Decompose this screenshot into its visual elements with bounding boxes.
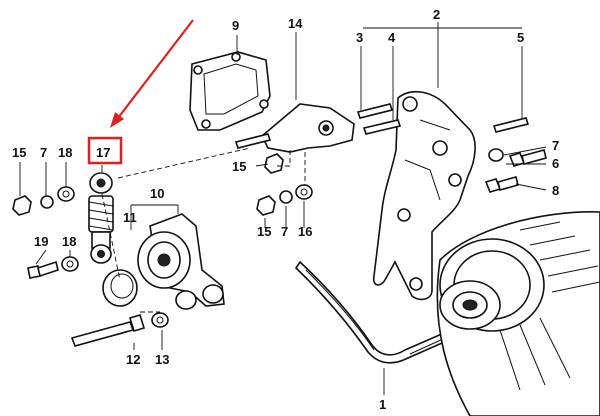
callout-7-left: 7 bbox=[40, 145, 47, 160]
tensioner-damper bbox=[88, 172, 114, 264]
callout-6: 6 bbox=[552, 156, 559, 171]
callout-14: 14 bbox=[288, 16, 303, 31]
callout-12: 12 bbox=[126, 352, 140, 367]
tensioner-pulley bbox=[137, 213, 225, 310]
callout-8: 8 bbox=[552, 183, 559, 198]
studs bbox=[356, 103, 530, 135]
callout-16: 16 bbox=[298, 224, 312, 239]
callout-19: 19 bbox=[34, 234, 48, 249]
callout-2: 2 bbox=[433, 7, 440, 22]
callout-18-top: 18 bbox=[58, 145, 72, 160]
callout-4: 4 bbox=[388, 30, 396, 45]
callout-7-right: 7 bbox=[552, 138, 559, 153]
mounting-bracket bbox=[372, 91, 476, 301]
bolt-12 bbox=[70, 314, 146, 347]
callout-10: 10 bbox=[150, 186, 164, 201]
callout-5: 5 bbox=[517, 30, 524, 45]
gasket bbox=[189, 51, 271, 131]
tensioner-bracket bbox=[234, 103, 355, 153]
left-hardware bbox=[12, 186, 79, 279]
callout-18-bottom: 18 bbox=[62, 234, 76, 249]
highlight-box bbox=[87, 136, 123, 165]
callout-15-mid: 15 bbox=[232, 159, 246, 174]
highlight-arrow bbox=[110, 19, 194, 128]
callout-13: 13 bbox=[155, 352, 169, 367]
callout-9: 9 bbox=[232, 18, 239, 33]
callout-17: 17 bbox=[96, 145, 110, 160]
callout-15-bottom: 15 bbox=[257, 224, 271, 239]
callout-1: 1 bbox=[379, 397, 386, 412]
center-hardware bbox=[256, 153, 313, 216]
washer-13 bbox=[151, 312, 169, 328]
callout-7-center: 7 bbox=[281, 224, 288, 239]
right-hardware bbox=[484, 148, 547, 193]
callout-3: 3 bbox=[356, 30, 363, 45]
callout-15-left: 15 bbox=[12, 145, 26, 160]
callout-11: 11 bbox=[123, 210, 137, 225]
pulley-cap bbox=[102, 269, 138, 307]
alternator bbox=[436, 211, 600, 416]
leader-lines bbox=[19, 22, 547, 395]
